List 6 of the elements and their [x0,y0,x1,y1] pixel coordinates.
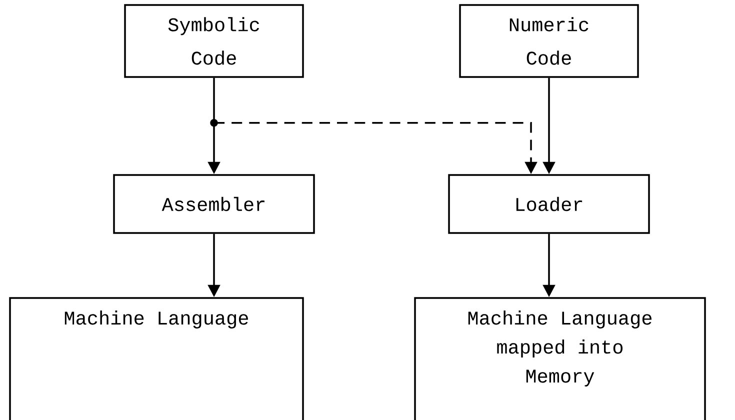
process-box: Assembler [113,174,315,234]
output-box: Machine Language [9,297,304,420]
input-box: Symbolic Code [124,4,304,78]
input-box: Numeric Code [459,4,639,78]
process-box: Loader [448,174,650,234]
output-box: Machine Language mapped into Memory [414,297,706,420]
